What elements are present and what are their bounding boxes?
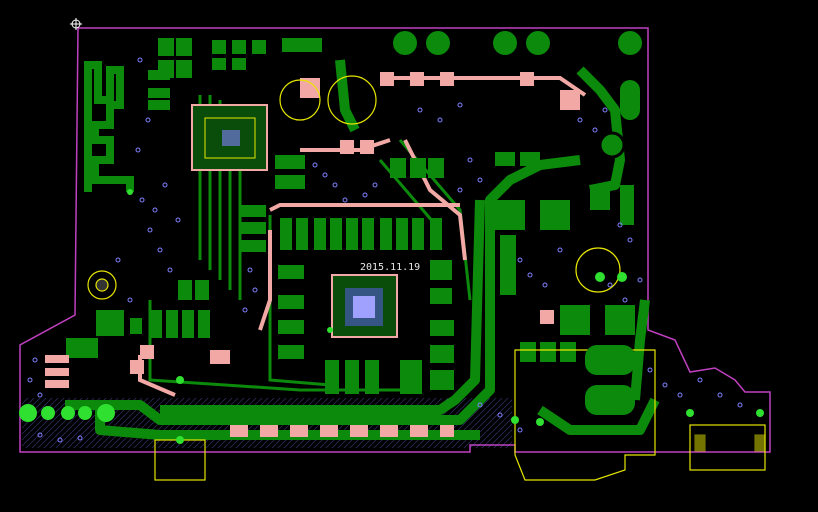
board-outline	[19, 27, 771, 453]
inductor-pad	[585, 345, 635, 375]
board-date-label: 2015.11.19	[360, 262, 420, 273]
mcu-chip-qfn	[191, 104, 268, 171]
connector-drill-pads	[19, 404, 115, 422]
fiducial-mark	[70, 18, 82, 30]
power-connector-outline	[514, 349, 656, 481]
via-field	[27, 57, 743, 443]
inductor-pad-lower	[585, 385, 635, 415]
top-round-pads	[393, 31, 642, 159]
antenna-trace	[84, 61, 134, 192]
mounting-holes	[87, 75, 621, 300]
component-pads	[66, 38, 635, 394]
smd-pads	[45, 72, 580, 437]
drill-hits	[127, 189, 764, 444]
usb-connector	[689, 424, 766, 471]
center-chip-qfn	[331, 274, 398, 338]
